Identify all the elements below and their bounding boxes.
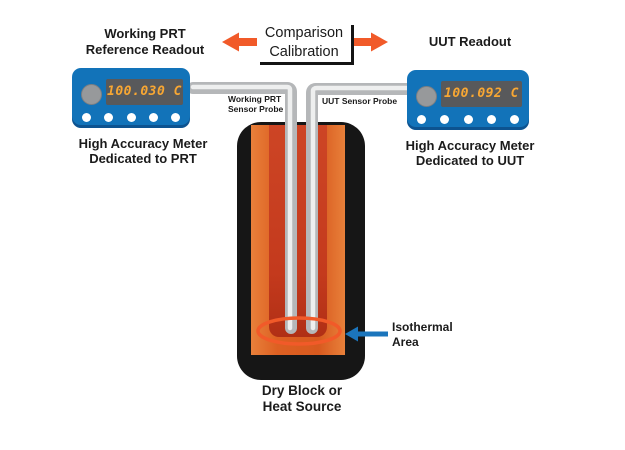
label-line: Heat Source	[262, 399, 342, 414]
label-line: Dedicated to PRT	[89, 151, 197, 166]
meter-button-icon	[463, 115, 473, 124]
uut-meter-caption: High Accuracy Meter Dedicated to UUT	[400, 138, 540, 168]
dry-block-label: Dry Block or Heat Source	[240, 383, 364, 415]
uut-meter: 100.092 C	[407, 70, 529, 130]
label-line: Area	[392, 335, 419, 349]
meter-button-icon	[440, 115, 450, 124]
comparison-calibration-box: Comparison Calibration	[257, 22, 351, 62]
meter-button-icon	[148, 113, 158, 122]
uut-meter-display: 100.092 C	[441, 81, 522, 107]
prt-meter-buttons	[82, 113, 180, 122]
prt-reference-meter: 100.030 C	[72, 68, 190, 128]
meter-button-icon	[486, 115, 496, 124]
meter-button-icon	[104, 113, 114, 122]
label-line: Dry Block or	[261, 383, 343, 398]
meter-button-icon	[82, 113, 91, 122]
working-prt-probe-highlight	[190, 84, 293, 331]
comparison-line1: Comparison	[264, 25, 344, 41]
meter-button-icon	[510, 115, 519, 124]
right-arrow-icon	[351, 32, 388, 52]
meter-button-icon	[171, 113, 180, 122]
meter-button-icon	[417, 115, 426, 124]
label-line: Reference Readout	[85, 42, 205, 57]
label-line: Isothermal	[392, 320, 453, 334]
power-knob-icon	[416, 86, 437, 107]
isothermal-area-label: Isothermal Area	[392, 320, 453, 350]
working-prt-probe-tube	[187, 82, 297, 334]
working-prt-readout-label: Working PRT Reference Readout	[80, 26, 210, 58]
uut-probe-tube	[306, 83, 416, 334]
uut-probe-highlight	[310, 85, 413, 331]
meter-button-icon	[126, 113, 136, 122]
working-prt-probe-label: Working PRT Sensor Probe	[228, 94, 283, 114]
uut-readout-label: UUT Readout	[428, 34, 512, 49]
label-line: Working PRT	[104, 26, 186, 41]
power-knob-icon	[81, 84, 102, 105]
label-line: High Accuracy Meter	[405, 138, 535, 153]
left-arrow-icon	[222, 32, 258, 52]
uut-meter-buttons	[417, 115, 519, 124]
isothermal-area-ring-icon	[256, 316, 342, 346]
label-line: Dedicated to UUT	[415, 153, 525, 168]
comparison-line2: Calibration	[269, 44, 339, 60]
label-line: High Accuracy Meter	[78, 136, 208, 151]
uut-probe-label: UUT Sensor Probe	[322, 96, 398, 106]
label-line: Working PRT	[228, 94, 282, 104]
prt-meter-display: 100.030 C	[106, 79, 183, 105]
prt-meter-caption: High Accuracy Meter Dedicated to PRT	[73, 136, 213, 166]
label-line: Sensor Probe	[228, 104, 284, 114]
isothermal-pointer-arrow-icon	[345, 326, 388, 342]
